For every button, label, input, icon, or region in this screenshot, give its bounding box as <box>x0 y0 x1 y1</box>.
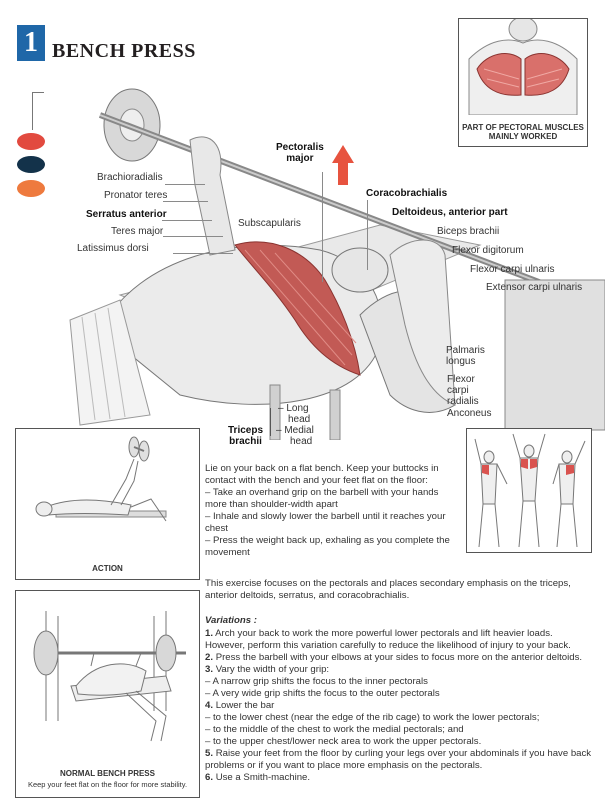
leader-line <box>162 220 212 221</box>
instructions-block: Lie on your back on a flat bench. Keep y… <box>205 463 460 559</box>
variation-item: – A very wide grip shifts the focus to t… <box>205 688 592 700</box>
instruction-step: – Take an overhand grip on the barbell w… <box>205 487 439 510</box>
action-figure-illustration <box>35 436 167 522</box>
variation-item: 2. Press the barbell with your elbows at… <box>205 652 592 664</box>
label-pectoralis-major: Pectoralis major <box>276 142 324 164</box>
page-title: BENCH PRESS <box>52 40 196 62</box>
variation-item: – to the upper chest/lower neck area to … <box>205 736 592 748</box>
label-biceps-brachii: Biceps brachii <box>437 226 500 237</box>
variation-text: – A narrow grip shifts the focus to the … <box>205 676 428 687</box>
variation-item: 5. Raise your feet from the floor by cur… <box>205 748 592 772</box>
variation-number: 1. <box>205 628 214 639</box>
leader-line <box>163 201 208 202</box>
label-fcr-line3: radialis <box>447 396 479 407</box>
label-coracobrachialis: Coracobrachialis <box>366 188 448 199</box>
variation-text: – to the lower chest (near the edge of t… <box>205 712 540 723</box>
variations-block: Variations : 1. Arch your back to work t… <box>205 615 592 784</box>
variation-text: Use a Smith-machine. <box>215 772 311 783</box>
label-deltoideus: Deltoideus, anterior part <box>392 207 508 218</box>
action-panel: ACTION <box>15 428 200 580</box>
label-triceps-brachii: Triceps brachii <box>228 425 263 447</box>
color-key-orange <box>17 180 45 197</box>
label-long-head-line2: head <box>288 414 311 425</box>
variation-text: Lower the bar <box>215 700 275 711</box>
label-pronator-teres: Pronator teres <box>104 190 168 201</box>
label-subscapularis: Subscapularis <box>238 218 301 229</box>
variation-text: – to the upper chest/lower neck area to … <box>205 736 482 747</box>
variation-text: – A very wide grip shifts the focus to t… <box>205 688 440 699</box>
normal-bench-illustration <box>33 611 186 742</box>
variation-item: 6. Use a Smith-machine. <box>205 772 592 784</box>
label-serratus-anterior: Serratus anterior <box>86 209 167 220</box>
variation-item: 3. Vary the width of your grip: <box>205 664 592 676</box>
instruction-step: – Press the weight back up, exhaling as … <box>205 535 450 558</box>
label-medial-head-line1: – Medial <box>276 425 314 436</box>
leader-line <box>165 184 205 185</box>
instruction-intro: Lie on your back on a flat bench. Keep y… <box>205 463 439 486</box>
variation-item: 4. Lower the bar <box>205 700 592 712</box>
muscle-figures-panel <box>466 428 592 553</box>
variation-text: Raise your feet from the floor by curlin… <box>205 748 592 771</box>
variation-text: Arch your back to work the more powerful… <box>205 628 571 651</box>
variation-item: – to the middle of the chest to work the… <box>205 724 592 736</box>
variation-item: – to the lower chest (near the edge of t… <box>205 712 592 724</box>
label-brachioradialis: Brachioradialis <box>97 172 163 183</box>
normal-bench-subcaption: Keep your feet flat on the floor for mor… <box>27 780 188 789</box>
label-fcr-line2: carpi <box>447 385 469 396</box>
frame-line-left <box>32 92 33 130</box>
chest-inset-caption-line2: MAINLY WORKED <box>488 132 558 141</box>
label-fcr-line1: Flexor <box>447 374 475 385</box>
normal-bench-panel: NORMAL BENCH PRESS Keep your feet flat o… <box>15 590 200 798</box>
chest-inset-caption-line1: PART OF PECTORAL MUSCLES <box>462 123 584 132</box>
variation-item: 1. Arch your back to work the more power… <box>205 628 592 652</box>
label-pectoralis-line2: major <box>286 153 314 164</box>
label-long-head: – Long head <box>278 403 310 425</box>
label-pectoralis-line1: Pectoralis <box>276 142 324 153</box>
variations-list: 1. Arch your back to work the more power… <box>205 628 592 784</box>
variation-number: 2. <box>205 652 214 663</box>
bench-press-anatomy-illustration <box>69 88 605 440</box>
instruction-step: – Inhale and slowly lower the barbell un… <box>205 511 446 534</box>
variation-text: – to the middle of the chest to work the… <box>205 724 464 735</box>
three-figures-illustration <box>474 433 586 548</box>
label-medial-head-line2: head <box>290 436 313 447</box>
label-extensor-carpi-ulnaris: Extensor carpi ulnaris <box>486 282 583 293</box>
label-flexor-carpi-ulnaris: Flexor carpi ulnaris <box>470 264 555 275</box>
label-flexor-digitorum: Flexor digitorum <box>452 245 524 256</box>
leader-line <box>367 200 368 270</box>
label-triceps-line2: brachii <box>229 436 262 447</box>
action-caption: ACTION <box>92 564 123 573</box>
leader-line <box>322 172 323 282</box>
label-triceps-line1: Triceps <box>228 425 264 436</box>
label-anconeus: Anconeus <box>447 408 492 419</box>
variation-item: – A narrow grip shifts the focus to the … <box>205 676 592 688</box>
variation-number: 5. <box>205 748 214 759</box>
variation-number: 6. <box>205 772 214 783</box>
normal-bench-title: NORMAL BENCH PRESS <box>60 769 155 778</box>
frame-line-top <box>32 92 44 93</box>
color-key-red <box>17 133 45 150</box>
focus-paragraph: This exercise focuses on the pectorals a… <box>205 578 571 601</box>
leader-line <box>163 236 223 237</box>
label-long-head-line1: – Long <box>278 403 309 414</box>
variation-text: Press the barbell with your elbows at yo… <box>215 652 583 663</box>
label-palmaris-longus: Palmaris longus <box>446 345 485 367</box>
label-teres-major: Teres major <box>111 226 164 237</box>
leader-line <box>173 253 233 254</box>
section-number: 1 <box>17 25 45 61</box>
variation-number: 4. <box>205 700 214 711</box>
label-palmaris-line2: longus <box>446 356 476 367</box>
color-key-navy <box>17 156 45 173</box>
label-medial-head: – Medial head <box>276 425 314 447</box>
triceps-bracket <box>270 408 271 436</box>
label-palmaris-line1: Palmaris <box>446 345 485 356</box>
label-latissimus-dorsi: Latissimus dorsi <box>77 243 149 254</box>
variations-title: Variations : <box>205 615 257 626</box>
pectoral-muscles-illustration <box>468 19 578 115</box>
chest-inset: PART OF PECTORAL MUSCLES MAINLY WORKED <box>458 18 588 147</box>
variation-text: Vary the width of your grip: <box>215 664 330 675</box>
label-flexor-carpi-radialis: Flexor carpi radialis <box>447 374 479 407</box>
variation-number: 3. <box>205 664 214 675</box>
